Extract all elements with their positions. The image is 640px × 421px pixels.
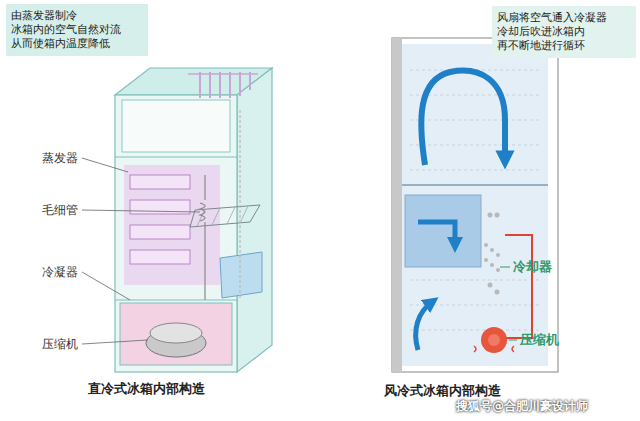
callout-box: 由蒸发器制冷 冰箱内的空气自然对流 从而使箱内温度降低 — [6, 4, 148, 56]
part-label: 蒸发器 — [42, 150, 78, 167]
caption: 风冷式冰箱内部构造 — [384, 382, 501, 400]
air-cool-fridge — [392, 38, 558, 372]
callout-box: 风扇将空气通入冷凝器 冷却后吹进冰箱内 再不断地进行循环 — [492, 6, 636, 58]
watermark: 搜狐号@合肥川豪设计师 — [456, 398, 588, 415]
part-label: 冷却器 — [513, 258, 552, 276]
caption: 直冷式冰箱内部构造 — [88, 380, 205, 398]
part-label: 冷凝器 — [42, 264, 78, 281]
direct-cool-fridge — [82, 68, 272, 372]
part-label: 毛细管 — [42, 202, 78, 219]
callout-text: 由蒸发器制冷 冰箱内的空气自然对流 从而使箱内温度降低 — [11, 9, 143, 51]
callout-text: 风扇将空气通入冷凝器 冷却后吹进冰箱内 再不断地进行循环 — [497, 11, 631, 53]
part-label: 压缩机 — [520, 331, 559, 349]
part-label: 压缩机 — [42, 336, 78, 353]
